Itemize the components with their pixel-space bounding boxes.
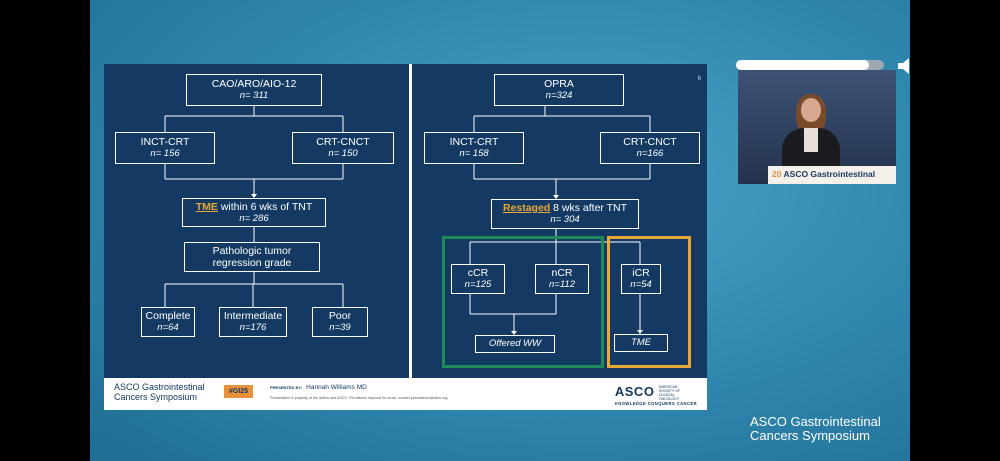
node-n: n= 150 bbox=[328, 148, 358, 159]
node-ccr: cCR n=125 bbox=[451, 264, 505, 294]
node-title: Complete bbox=[145, 310, 191, 322]
node-restaged: Restaged 8 wks after TNT n= 304 bbox=[491, 199, 639, 229]
podium-text: ASCO Gastrointestinal bbox=[783, 169, 876, 179]
node-title: TME within 6 wks of TNT bbox=[196, 201, 313, 213]
node-n: n= 311 bbox=[239, 90, 269, 101]
node-inct-crt-left: INCT-CRT n= 156 bbox=[115, 132, 215, 164]
node-n: n= 286 bbox=[239, 212, 269, 224]
node-n: n=64 bbox=[157, 322, 179, 333]
node-crt-cnct-right: CRT-CNCT n=166 bbox=[600, 132, 700, 164]
node-n: n=39 bbox=[329, 322, 351, 333]
logo-line2: Cancers Symposium bbox=[114, 392, 198, 402]
panel-divider bbox=[409, 64, 412, 378]
node-inct-crt-right: INCT-CRT n= 158 bbox=[424, 132, 524, 164]
right-flowchart: OPRA n=324 INCT-CRT n= 158 CRT-CNCT n=16… bbox=[411, 64, 707, 378]
node-complete: Complete n=64 bbox=[141, 307, 195, 337]
node-n: n= 156 bbox=[150, 148, 180, 159]
node-opra: OPRA n=324 bbox=[494, 74, 624, 106]
node-title: Intermediate bbox=[223, 310, 283, 322]
node-tme-left: TME within 6 wks of TNT n= 286 bbox=[182, 198, 326, 227]
node-n: n= 304 bbox=[550, 214, 580, 225]
node-n: n=324 bbox=[545, 90, 573, 101]
slide-footer: ASCO Gastrointestinal Cancers Symposium … bbox=[104, 378, 707, 410]
node-icr: iCR n=54 bbox=[621, 264, 661, 294]
gold-highlight-box bbox=[607, 236, 691, 368]
brand-line2: Cancers Symposium bbox=[750, 428, 870, 443]
node-title: INCT-CRT bbox=[449, 136, 499, 148]
node-regression-grade: Pathologic tumor regression grade bbox=[184, 242, 320, 272]
asco-wordmark: ASCO bbox=[614, 384, 655, 399]
node-title: CRT-CNCT bbox=[623, 136, 677, 148]
highlight-term: Restaged bbox=[502, 202, 551, 214]
presenter-name: Hannah Williams MD bbox=[306, 384, 367, 391]
asco-society: AMERICAN SOCIETY OF CLINICAL ONCOLOGY bbox=[658, 385, 681, 401]
node-title: nCR bbox=[551, 267, 573, 279]
presented-by-label: PRESENTED BY: bbox=[270, 385, 303, 390]
node-n: n=125 bbox=[464, 279, 492, 290]
playback-progress-bar[interactable] bbox=[736, 60, 884, 70]
node-n: n=166 bbox=[636, 148, 664, 159]
node-n: n= 158 bbox=[459, 148, 489, 159]
right-connectors bbox=[469, 106, 651, 335]
symposium-brand: ASCO Gastrointestinal Cancers Symposium bbox=[750, 415, 881, 443]
logo-line1: ASCO Gastrointestinal bbox=[114, 382, 205, 392]
slide: 6 bbox=[104, 64, 707, 410]
brand-line1: ASCO Gastrointestinal bbox=[750, 414, 881, 429]
node-crt-cnct-left: CRT-CNCT n= 150 bbox=[292, 132, 394, 164]
node-title: Poor bbox=[328, 310, 352, 322]
highlight-term: TME bbox=[195, 200, 218, 213]
node-title: cCR bbox=[467, 267, 489, 279]
node-title: TME bbox=[630, 337, 652, 348]
node-ncr: nCR n=112 bbox=[535, 264, 589, 294]
symposium-logo: ASCO Gastrointestinal Cancers Symposium bbox=[114, 382, 205, 402]
volume-icon[interactable] bbox=[896, 57, 910, 75]
green-highlight-box bbox=[442, 236, 604, 368]
node-title: CRT-CNCT bbox=[316, 136, 370, 148]
left-flowchart: CAO/ARO/AIO-12 n= 311 INCT-CRT n= 156 CR… bbox=[104, 64, 409, 378]
node-poor: Poor n=39 bbox=[312, 307, 368, 337]
node-title: Restaged 8 wks after TNT bbox=[503, 202, 627, 214]
copyright-note: Presentation is property of the author a… bbox=[270, 396, 449, 400]
node-line1: Pathologic tumor bbox=[212, 245, 292, 257]
podium-year: 20 bbox=[772, 169, 782, 179]
node-n: n=176 bbox=[239, 322, 267, 333]
node-offered-ww: Offered WW bbox=[475, 335, 555, 353]
speaker-shirt bbox=[804, 128, 818, 152]
node-title: OPRA bbox=[544, 78, 574, 90]
slide-number: 6 bbox=[697, 76, 701, 82]
speaker-video: 20 ASCO Gastrointestinal bbox=[738, 70, 896, 184]
left-connectors bbox=[164, 106, 344, 307]
asco-tagline: KNOWLEDGE CONQUERS CANCER bbox=[614, 401, 697, 406]
node-title-rest: 8 wks after TNT bbox=[550, 202, 628, 214]
hashtag-badge: #GI25 bbox=[224, 385, 254, 398]
node-title: INCT-CRT bbox=[140, 136, 190, 148]
node-title: iCR bbox=[632, 267, 650, 279]
asco-logo: ASCO AMERICAN SOCIETY OF CLINICAL ONCOLO… bbox=[615, 383, 697, 406]
node-intermediate: Intermediate n=176 bbox=[219, 307, 287, 337]
node-cao-aro-aio-12: CAO/ARO/AIO-12 n= 311 bbox=[186, 74, 322, 106]
node-n: n=112 bbox=[549, 279, 575, 290]
node-n: n=54 bbox=[630, 279, 652, 290]
presenter: PRESENTED BY:Hannah Williams MD bbox=[270, 384, 367, 391]
node-line2: regression grade bbox=[212, 257, 292, 269]
podium-sign: 20 ASCO Gastrointestinal bbox=[768, 166, 896, 184]
node-tme-right: TME bbox=[614, 334, 668, 352]
speaker-face bbox=[801, 98, 821, 122]
node-title-rest: within 6 wks of TNT bbox=[217, 200, 313, 213]
node-title: CAO/ARO/AIO-12 bbox=[211, 78, 297, 90]
node-title: Offered WW bbox=[488, 338, 542, 349]
progress-fill bbox=[736, 60, 870, 70]
video-player[interactable]: 6 bbox=[90, 0, 910, 461]
